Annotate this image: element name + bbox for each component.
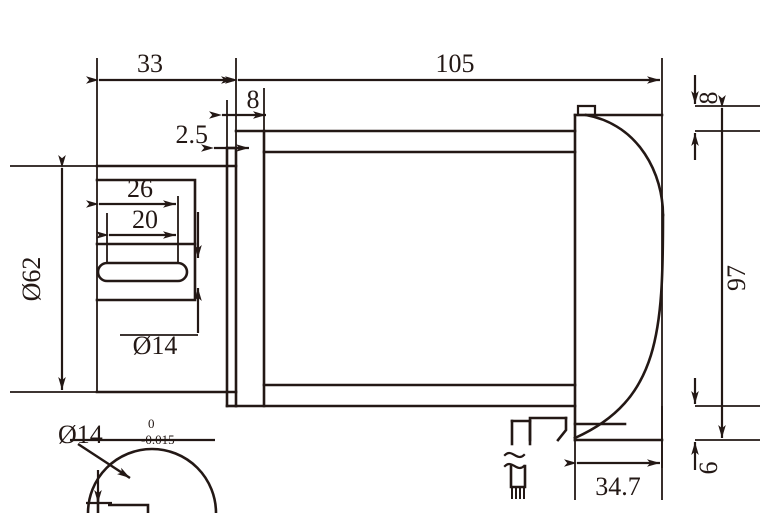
label-6-rear: 6 [694, 462, 723, 475]
label-33: 33 [137, 49, 163, 78]
label-97: 97 [722, 265, 751, 291]
shaft-keyway-slot [96, 261, 189, 283]
label-34-7: 34.7 [595, 472, 641, 501]
detail-shaft-circle [86, 447, 218, 513]
rear-cap-lug [576, 104, 597, 117]
gland-body-right [556, 416, 568, 442]
label-8-flange: 8 [247, 85, 260, 114]
label-2-5: 2.5 [176, 120, 209, 149]
label-8-rear: 8 [694, 92, 723, 105]
extension-lines [10, 58, 760, 500]
label-26: 26 [127, 174, 153, 203]
dimension-labels: 33 105 8 2.5 Ø62 26 20 Ø14 8 97 6 34.7 Ø… [17, 49, 751, 501]
label-tolerance-lower: -0.015 [141, 432, 175, 447]
detail-keyway-flat [108, 503, 150, 513]
label-20: 20 [132, 205, 158, 234]
label-d14-tolerance: Ø14 [58, 420, 103, 449]
label-105: 105 [436, 49, 475, 78]
cable-break-symbol-2 [503, 462, 526, 470]
cable-break-symbol-1 [503, 451, 526, 459]
label-tolerance-upper: 0 [148, 416, 155, 431]
pilot-boss-outline [95, 178, 197, 302]
cable-strands [511, 486, 525, 499]
label-d62: Ø62 [17, 257, 46, 302]
motor-outline-geometry [95, 104, 665, 499]
label-d14: Ø14 [133, 331, 178, 360]
dimension-lines [58, 75, 726, 470]
detail-leader-arrow [77, 442, 131, 480]
shaft-detail-view [70, 438, 218, 513]
cable-end-ferrule [509, 464, 527, 489]
